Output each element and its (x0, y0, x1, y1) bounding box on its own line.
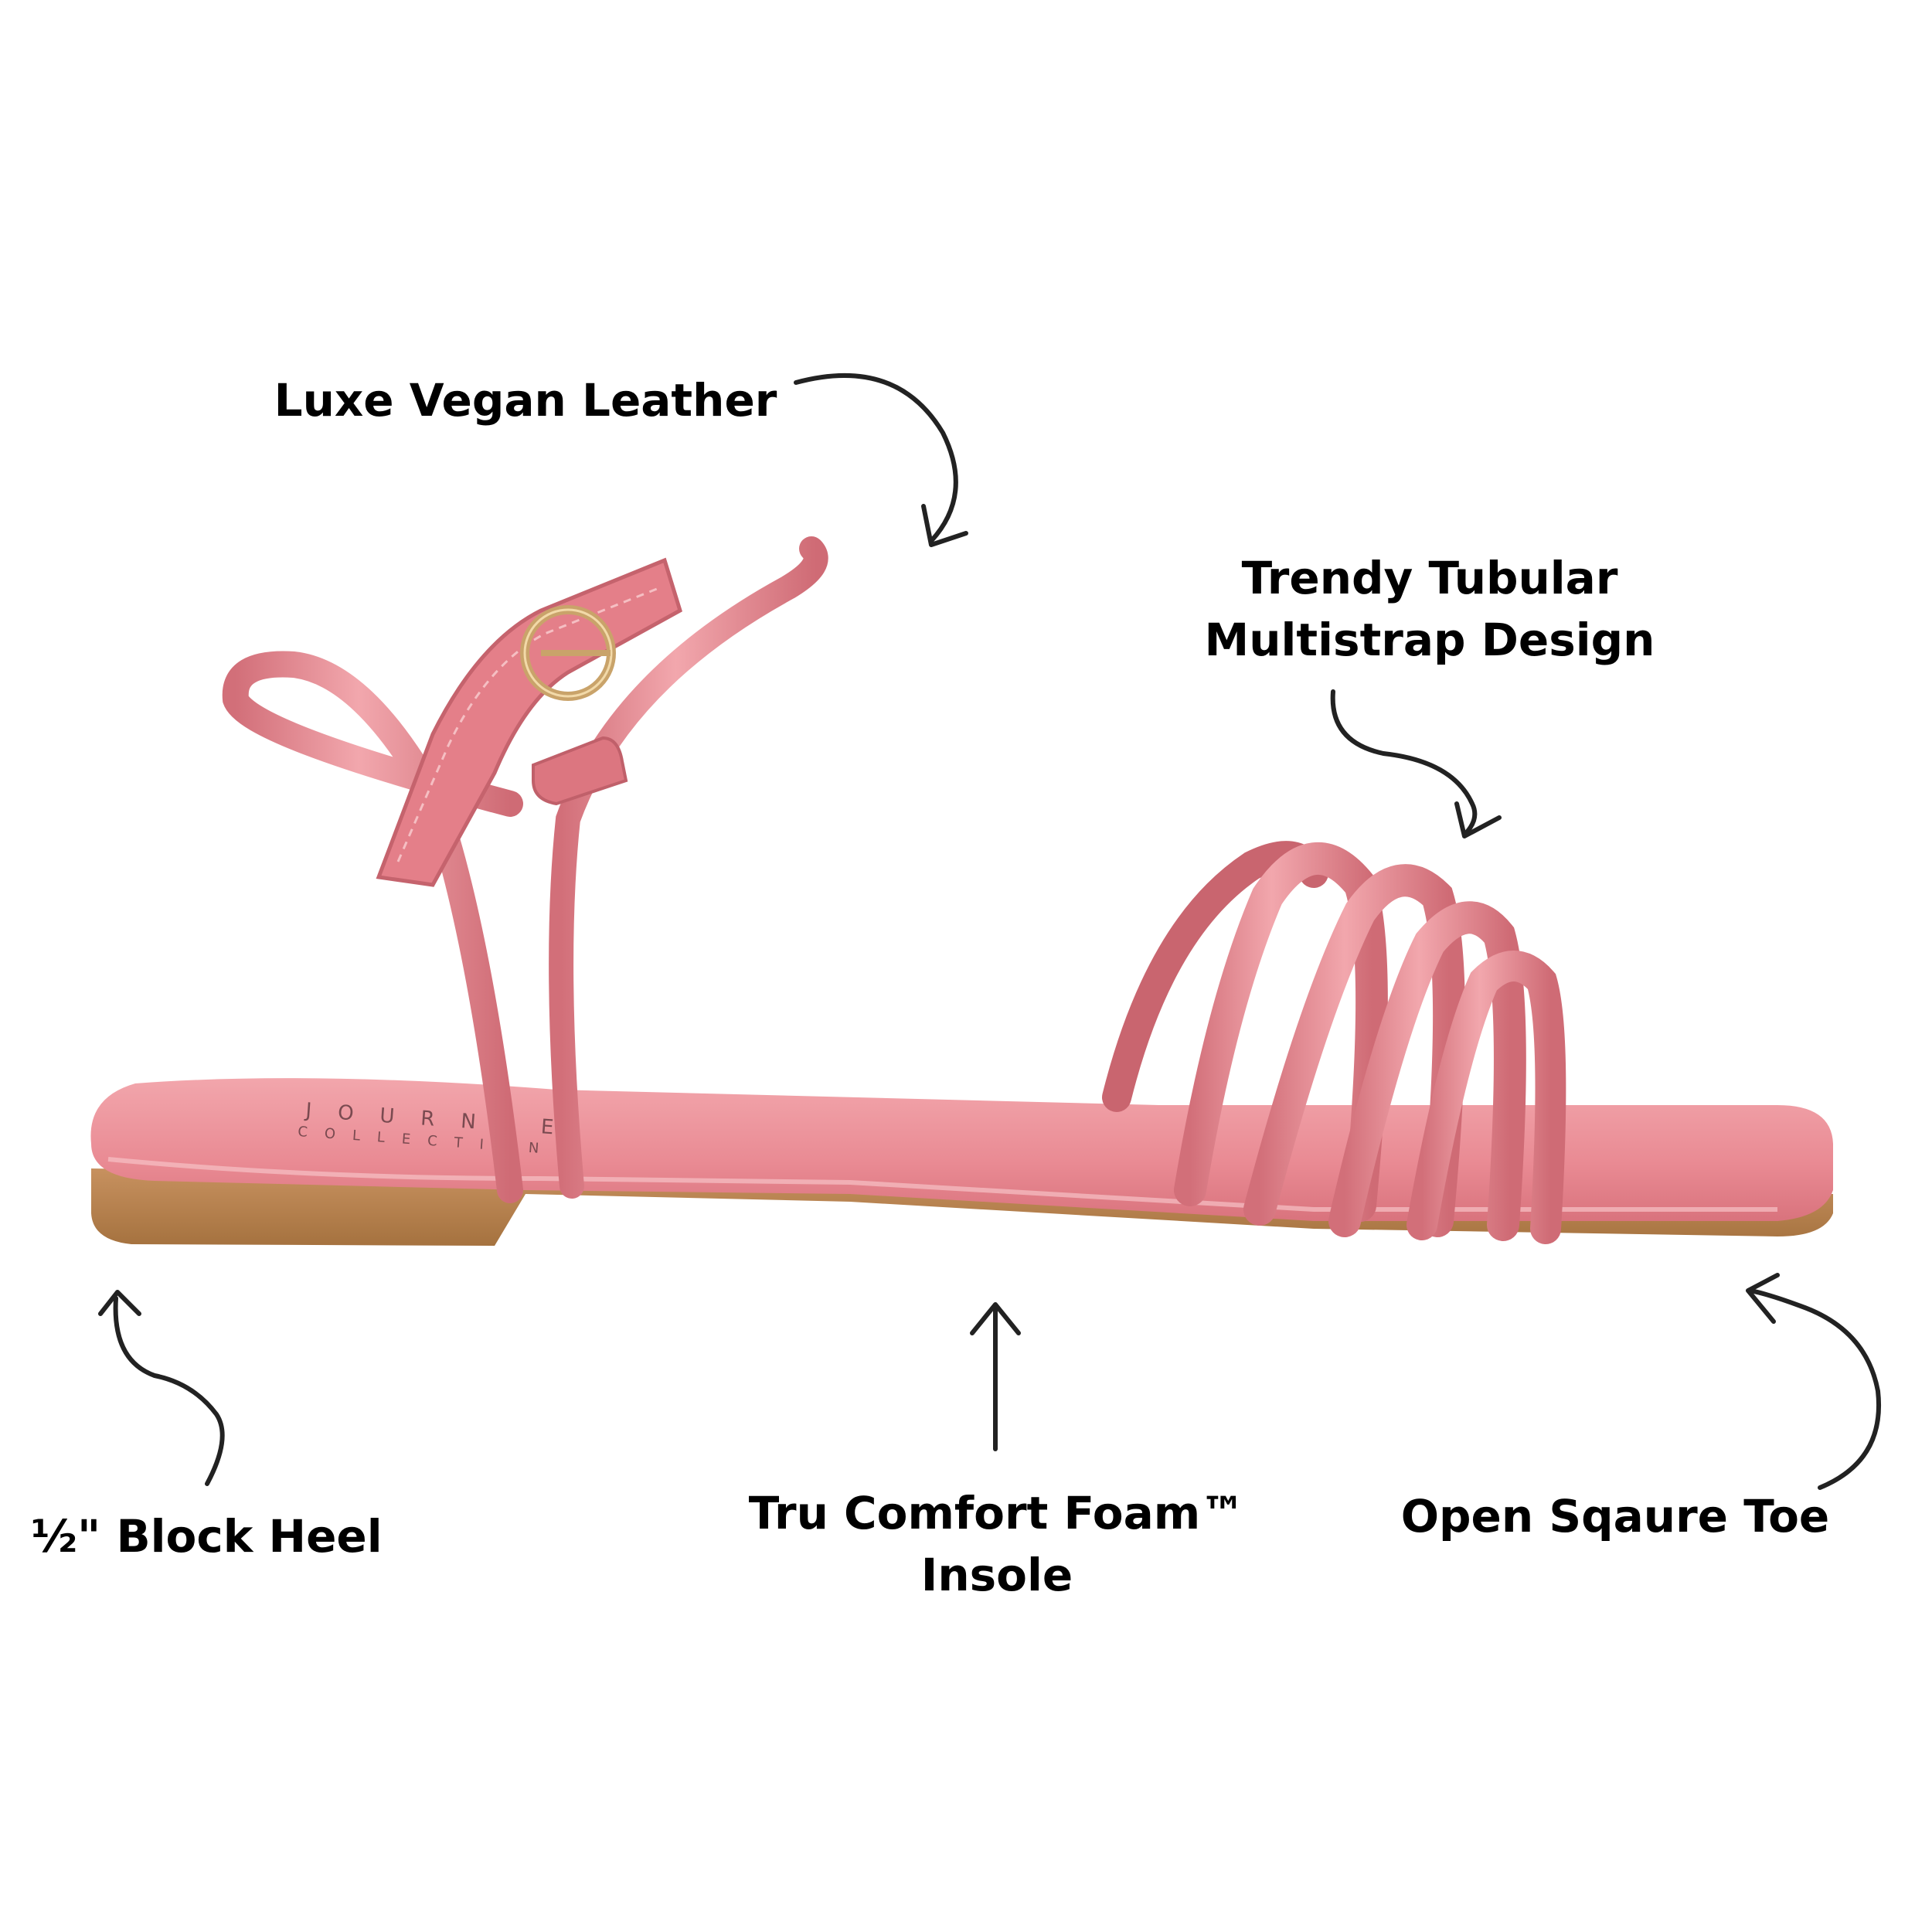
callout-text-line2: Multistrap Design (1204, 614, 1655, 666)
callout-text: ½" Block Heel (31, 1510, 383, 1563)
footbed-edge (107, 1157, 1777, 1212)
front-tubular-straps (1102, 841, 1566, 1244)
arrow-leather-icon (794, 372, 968, 547)
buckle-strap (376, 557, 682, 887)
arrow-tubular-icon (1330, 689, 1502, 838)
callout-text-line2: Insole (920, 1549, 1073, 1601)
arrow-toe-icon (1746, 1273, 1881, 1490)
keeper-strap (532, 736, 628, 806)
arrow-foam-icon (970, 1302, 1021, 1451)
strap-stitching (396, 587, 658, 862)
arrow-heel-icon (98, 1290, 225, 1486)
callout-luxe-vegan-leather: Luxe Vegan Leather (263, 369, 788, 431)
callout-text-line1: Trendy Tubular (1241, 552, 1618, 604)
ankle-strap-loop (222, 651, 523, 1203)
callout-text: Open Sqaure Toe (1400, 1490, 1830, 1543)
callout-open-square-toe: Open Sqaure Toe (1376, 1485, 1855, 1547)
callout-text-line1: Tru Comfort Foam™ (748, 1487, 1246, 1539)
callout-comfort-foam-insole: Tru Comfort Foam™ Insole (711, 1482, 1283, 1606)
footbed (90, 1078, 1833, 1221)
callout-block-heel: ½" Block Heel (31, 1505, 433, 1567)
callout-tubular-multistrap: Trendy Tubular Multistrap Design (1151, 547, 1708, 671)
callout-text: Luxe Vegan Leather (274, 374, 777, 427)
buckle-highlight (523, 608, 613, 698)
